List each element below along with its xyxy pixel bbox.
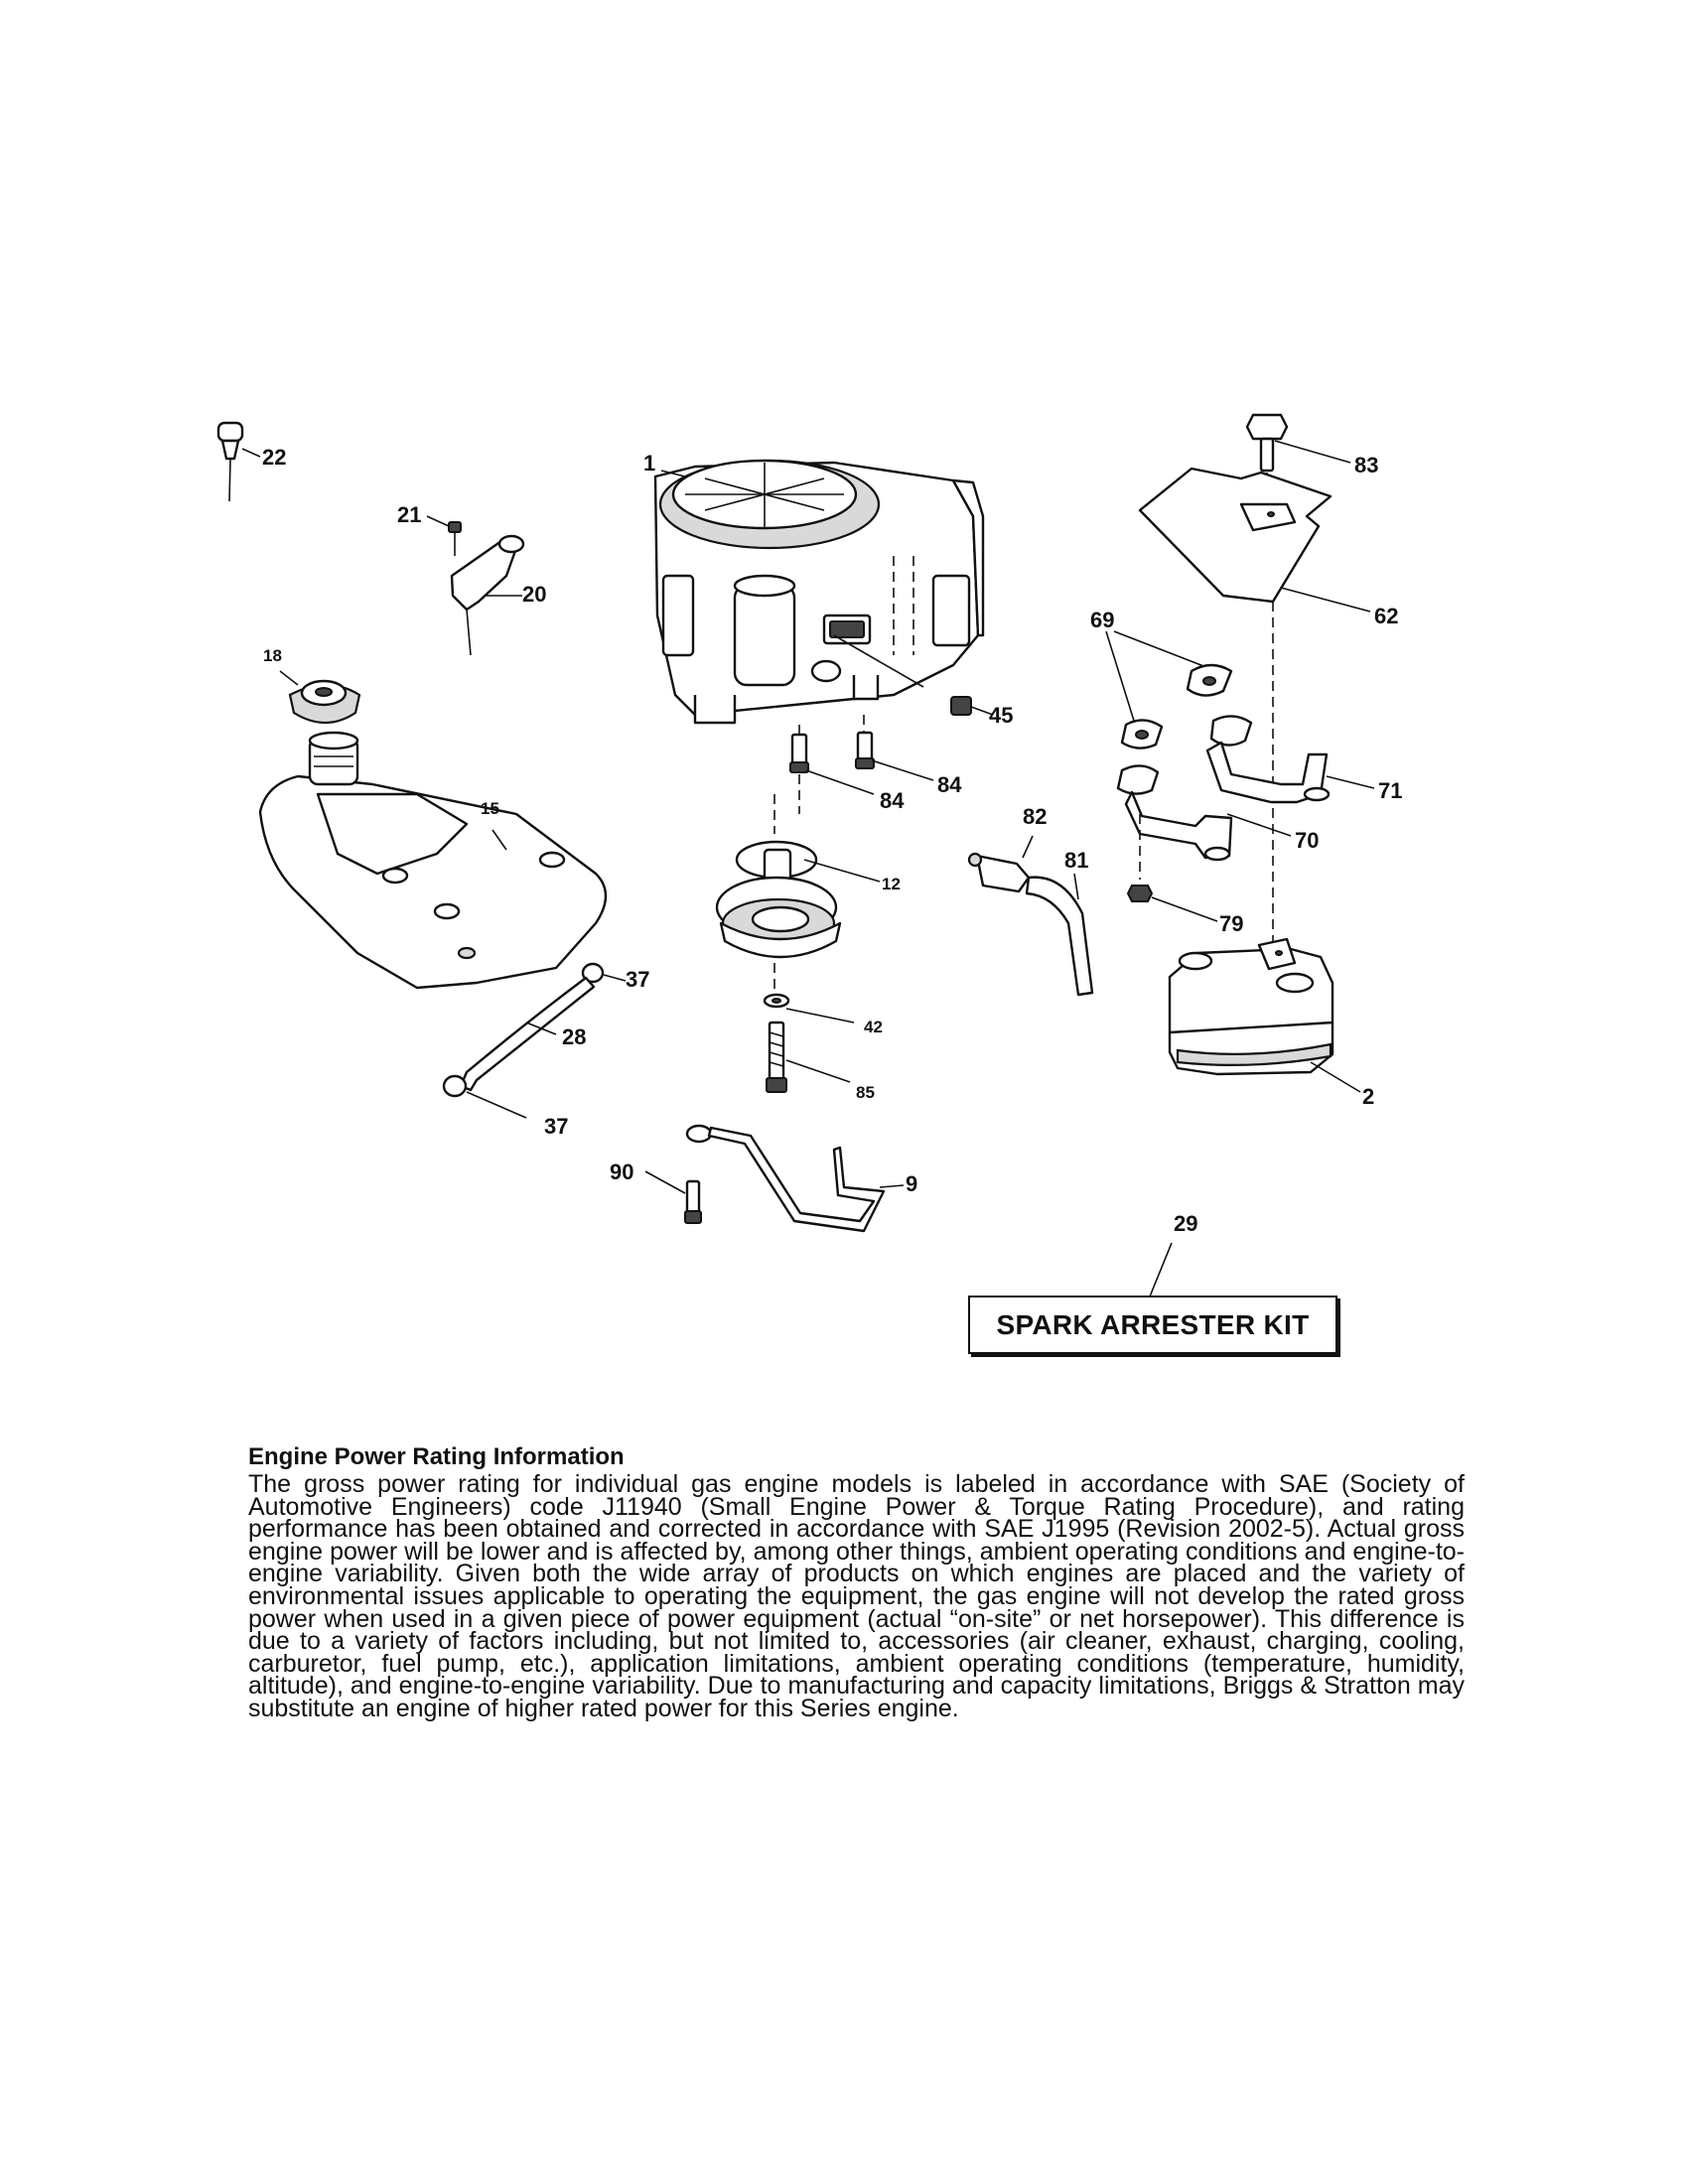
part-12-pulley	[715, 794, 881, 959]
spark-arrester-kit-label: SPARK ARRESTER KIT	[996, 1308, 1310, 1340]
label-37-lower: 37	[544, 1114, 568, 1139]
part-70-pipe	[1116, 764, 1292, 862]
label-12: 12	[882, 875, 901, 893]
engine-parts-diagram: 22 21 20 18 15 37	[216, 413, 1402, 1297]
part-15-fuel-tank	[258, 731, 608, 990]
spark-arrester-kit-box: SPARK ARRESTER KIT	[968, 1296, 1337, 1354]
part-20-bracket	[450, 534, 525, 656]
part-83-bolt	[1245, 413, 1351, 473]
label-71: 71	[1378, 778, 1402, 803]
part-42-washer	[763, 993, 855, 1024]
label-84-left: 84	[880, 788, 905, 813]
part-62-heat-shield	[1138, 467, 1371, 613]
label-37-upper: 37	[626, 967, 649, 992]
label-29: 29	[1174, 1211, 1197, 1236]
label-15: 15	[481, 799, 499, 818]
label-42: 42	[864, 1018, 883, 1036]
part-1-engine	[653, 459, 985, 725]
part-37-clamp-upper	[581, 962, 627, 984]
part-21-screw	[426, 515, 462, 556]
label-84-right: 84	[937, 772, 962, 797]
label-82: 82	[1023, 804, 1047, 829]
label-20: 20	[522, 582, 546, 607]
part-81-hose	[1025, 873, 1094, 997]
part-84-bolt-right	[855, 715, 934, 781]
engine-power-rating-body: The gross power rating for individual ga…	[248, 1470, 1465, 1722]
part-90-bolt	[644, 1170, 702, 1224]
label-21: 21	[397, 502, 421, 527]
part-22-plug	[216, 421, 261, 502]
part-69-gaskets	[1105, 630, 1233, 750]
engine-power-rating-heading: Engine Power Rating Information	[248, 1443, 625, 1470]
label-45: 45	[989, 703, 1013, 728]
label-79: 79	[1219, 911, 1243, 936]
part-9-rod	[685, 1124, 905, 1233]
label-2: 2	[1362, 1084, 1374, 1109]
label-70: 70	[1295, 828, 1319, 853]
label-69: 69	[1090, 608, 1114, 632]
leader-29	[1149, 1242, 1173, 1297]
part-45-nut	[950, 696, 994, 716]
part-84-bolt-left	[789, 725, 875, 814]
part-82-fitting	[967, 835, 1034, 893]
part-37-clamp-lower	[442, 1074, 527, 1119]
part-28-fuel-line	[459, 976, 596, 1092]
label-90: 90	[610, 1160, 633, 1184]
label-22: 22	[262, 445, 286, 470]
label-62: 62	[1374, 604, 1398, 628]
engine-power-rating-section: Engine Power Rating Information The gros…	[248, 1443, 1465, 1720]
part-18-fuel-cap	[279, 670, 361, 724]
label-1: 1	[643, 451, 655, 476]
part-2-muffler	[1168, 937, 1361, 1093]
label-18: 18	[263, 646, 282, 665]
label-9: 9	[906, 1171, 917, 1196]
label-28: 28	[562, 1024, 586, 1049]
label-81: 81	[1064, 848, 1088, 873]
label-85: 85	[856, 1083, 875, 1102]
part-85-bolt	[766, 1021, 851, 1093]
label-83: 83	[1354, 453, 1378, 478]
part-71-pipe	[1205, 715, 1375, 804]
part-79-bolt	[1126, 814, 1218, 922]
